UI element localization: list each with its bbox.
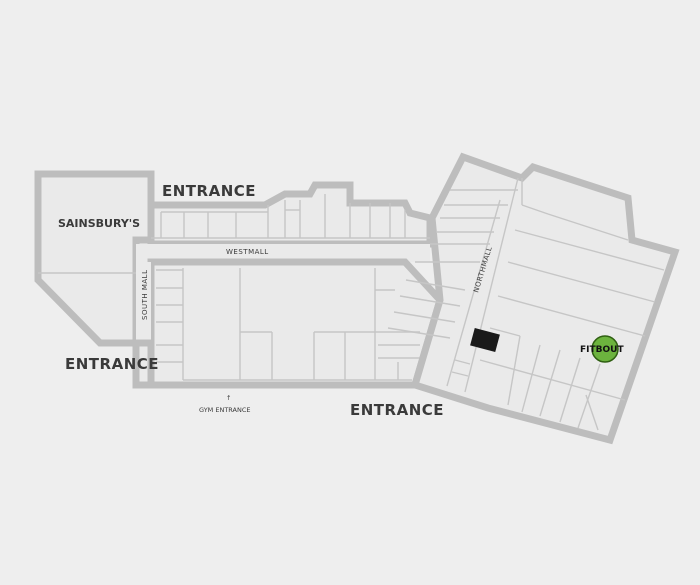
- fitbout-logo-text: FITBOUT: [580, 345, 624, 355]
- south-mall-label: SOUTH MALL: [141, 270, 149, 320]
- gym-entrance-label: GYM ENTRANCE: [199, 406, 251, 414]
- south-west-units: [132, 339, 155, 389]
- entrance-label-top: ENTRANCE: [162, 182, 256, 200]
- fitbout-logo[interactable]: FITBOUT: [580, 335, 624, 363]
- central-block-units: [147, 258, 444, 389]
- gym-entrance-arrow: ↑: [226, 394, 231, 402]
- north-east-wing: [387, 152, 680, 445]
- anchor-store-sainsburys[interactable]: [34, 170, 155, 347]
- west-mall-corridor: [136, 244, 430, 262]
- south-mall-corridor: [136, 262, 151, 350]
- north-strip-units: [147, 181, 434, 248]
- highlighted-unit[interactable]: [470, 327, 500, 353]
- entrance-label-left: ENTRANCE: [65, 355, 159, 373]
- west-mall-label: WESTMALL: [226, 248, 269, 256]
- entrance-label-bottom: ENTRANCE: [350, 401, 444, 419]
- anchor-store-label: SAINSBURY'S: [58, 217, 140, 230]
